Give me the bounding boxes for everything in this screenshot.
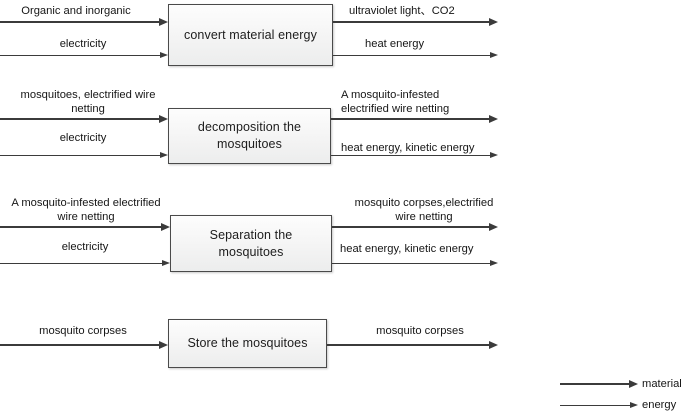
legend: material energy (556, 376, 685, 414)
arrow-head (490, 51, 498, 58)
arrow-head (489, 17, 498, 26)
arrow-shaft (333, 21, 489, 23)
arrow-head (160, 151, 168, 158)
arrow-head (162, 259, 170, 266)
arrow-shaft (0, 54, 160, 56)
arrow-shaft (331, 154, 490, 156)
process-box-separation-the-mosquitoes[interactable]: Separation the mosquitoes (170, 215, 332, 272)
arrow-shaft (0, 262, 162, 264)
arrow-shaft (560, 383, 629, 385)
arrow-shaft (0, 21, 159, 23)
arrow-shaft (327, 344, 489, 346)
arrow-head (160, 51, 168, 58)
flow-label-energy-output-decomposition: heat energy, kinetic energy (341, 142, 475, 154)
arrow-shaft (333, 54, 490, 56)
arrow-head (489, 222, 498, 231)
arrow-head (489, 340, 498, 349)
arrow-head (629, 379, 638, 388)
flow-label-energy-output-convert: heat energy (365, 38, 425, 50)
flow-label-material-input-convert: Organic and inorganic (21, 5, 131, 17)
flow-label-material-output-convert: ultraviolet light、CO2 (349, 5, 455, 17)
arrow-shaft (0, 154, 160, 156)
arrow-shaft (0, 344, 159, 346)
arrow-head (159, 114, 168, 123)
flow-label-material-input-store: mosquito corpses (39, 325, 127, 337)
legend-label-energy: energy (642, 399, 677, 411)
process-box-decomposition-the-mosquitoes[interactable]: decomposition the mosquitoes (168, 108, 331, 164)
flow-label-energy-input-decomposition: electricity (59, 132, 107, 144)
arrow-shaft (0, 118, 159, 120)
flow-label-material-output-decomposition: A mosquito-infested electrified wire net… (341, 89, 450, 116)
arrow-shaft (331, 118, 489, 120)
process-box-convert-material-energy[interactable]: convert material energy (168, 4, 333, 66)
flow-label-material-input-separation: A mosquito-infested electrified wire net… (11, 197, 161, 224)
legend-label-material: material (642, 378, 682, 390)
arrow-head (159, 340, 168, 349)
flow-label-energy-input-separation: electricity (61, 241, 109, 253)
legend-row-energy: energy (556, 397, 685, 413)
arrow-head (489, 114, 498, 123)
process-box-store-the-mosquitoes[interactable]: Store the mosquitoes (168, 319, 327, 368)
arrow-shaft (0, 226, 161, 228)
flow-label-energy-input-convert: electricity (59, 38, 107, 50)
flow-label-energy-output-separation: heat energy, kinetic energy (340, 243, 474, 255)
flow-label-material-output-separation: mosquito corpses,electrified wire nettin… (354, 197, 494, 224)
arrow-head (490, 259, 498, 266)
arrow-head (161, 222, 170, 231)
arrow-head (630, 401, 638, 408)
flow-label-material-output-store: mosquito corpses (376, 325, 464, 337)
flow-label-material-input-decomposition: mosquitoes, electrified wire netting (20, 89, 156, 116)
arrow-shaft (560, 404, 630, 406)
legend-row-material: material (556, 376, 685, 392)
arrow-shaft (332, 262, 490, 264)
arrow-head (159, 17, 168, 26)
arrow-head (490, 151, 498, 158)
arrow-shaft (332, 226, 489, 228)
